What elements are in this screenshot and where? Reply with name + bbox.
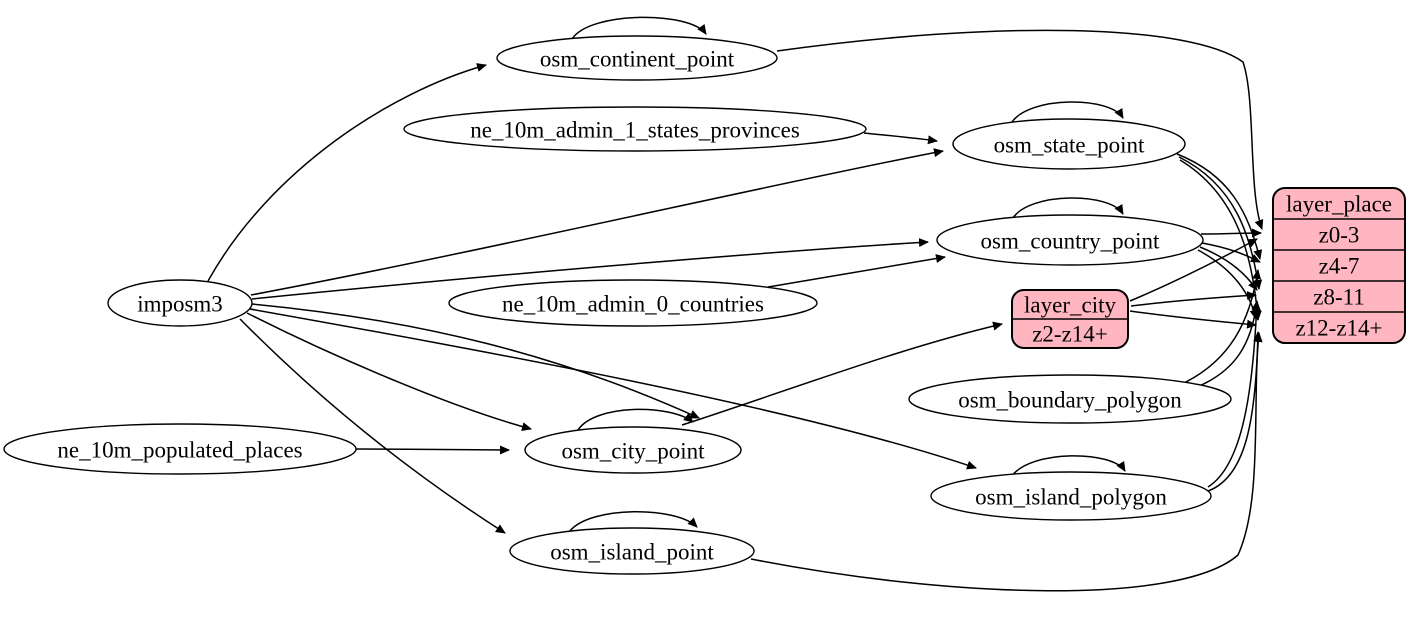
node-layer-city: layer_city z2-z14+: [1011, 289, 1129, 349]
edge-osm-country-point-to-layer-place-z0-3: [1200, 228, 1262, 238]
imposm3-ellipse: [107, 279, 253, 327]
osm-continent-point-label: osm_continent_point: [540, 47, 735, 72]
edge-imposm3-to-osm-state-point: [250, 148, 944, 296]
ne-10m-admin-1-states-provinces-label: ne_10m_admin_1_states_provinces: [470, 118, 800, 143]
edge-ne-10m-admin-0-to-osm-country-point: [767, 254, 946, 288]
node-osm-country-point: osm_country_point: [936, 214, 1204, 266]
node-ne-10m-admin-0-countries: ne_10m_admin_0_countries: [448, 279, 818, 327]
self-loop-osm-state-point: [1011, 101, 1124, 123]
osm-island-point-ellipse: [509, 527, 755, 575]
edge-osm-country-point-to-layer-place-z12-z14: [1197, 249, 1259, 320]
edge-osm-boundary-polygon-to-layer-place-z4-7: [1183, 269, 1262, 384]
node-osm-continent-point: osm_continent_point: [496, 35, 778, 81]
layer-city-title: layer_city: [1024, 293, 1116, 318]
node-osm-boundary-polygon: osm_boundary_polygon: [908, 374, 1232, 424]
self-loop-osm-island-point: [569, 510, 698, 532]
self-loop-osm-country-point: [1012, 197, 1124, 219]
edge-osm-country-point-to-layer-place-z8-11: [1199, 246, 1258, 291]
edge-osm-city-point-to-layer-place-z0-3: [1129, 238, 1258, 302]
edge-osm-boundary-polygon-to-layer-place-z8-11: [1191, 300, 1261, 390]
ne-10m-admin-0-countries-ellipse: [448, 279, 818, 327]
node-layer-place: layer_place z0-3 z4-7 z8-11 z12-z14+: [1272, 187, 1406, 344]
osm-island-point-label: osm_island_point: [550, 540, 714, 565]
edge-osm-island-point-to-layer-place-z12-z14: [750, 332, 1263, 592]
osm-country-point-label: osm_country_point: [981, 229, 1160, 254]
edge-imposm3-to-osm-island-polygon: [249, 308, 977, 470]
node-imposm3: imposm3: [107, 279, 253, 327]
layer-place-row-z0-3: z0-3: [1319, 223, 1360, 248]
edge-imposm3-to-osm-city-point-2: [251, 303, 700, 419]
osm-state-point-ellipse: [952, 118, 1186, 170]
ne-10m-populated-places-ellipse: [3, 423, 357, 475]
node-osm-state-point: osm_state_point: [952, 118, 1186, 170]
node-osm-city-point: osm_city_point: [524, 426, 742, 474]
osm-boundary-polygon-ellipse: [908, 374, 1232, 424]
osm-island-polygon-label: osm_island_polygon: [975, 485, 1167, 510]
self-loop-osm-island-polygon: [1011, 455, 1126, 477]
osm-island-polygon-ellipse: [930, 471, 1212, 521]
edge-osm-city-point-to-layer-place-z8-11: [1130, 291, 1257, 307]
edge-osm-city-point-to-layer-city: [681, 321, 1003, 426]
node-ne-10m-populated-places: ne_10m_populated_places: [3, 423, 357, 475]
self-loop-osm-continent-point: [571, 16, 707, 40]
edges: [207, 16, 1264, 592]
ne-10m-admin-1-states-provinces-ellipse: [403, 106, 867, 152]
osm-city-point-ellipse: [524, 426, 742, 474]
imposm3-label: imposm3: [137, 292, 223, 317]
osm-country-point-ellipse: [936, 214, 1204, 266]
edge-imposm3-to-osm-continent-point: [207, 63, 487, 282]
ne-10m-admin-0-countries-label: ne_10m_admin_0_countries: [502, 292, 764, 317]
layer-city-row-z2-z14: z2-z14+: [1032, 322, 1108, 347]
edge-osm-city-point-to-layer-place-z12-z14: [1129, 310, 1257, 329]
edge-osm-continent-point-to-layer-place-z0-3: [776, 29, 1264, 230]
layer-place-row-z4-7: z4-7: [1319, 254, 1360, 279]
edge-imposm3-to-osm-island-point: [239, 318, 506, 534]
ne-10m-populated-places-label: ne_10m_populated_places: [57, 438, 302, 463]
osm-city-point-label: osm_city_point: [561, 439, 705, 464]
osm-state-point-label: osm_state_point: [994, 133, 1145, 158]
edge-imposm3-to-osm-city-point: [246, 312, 532, 431]
edge-ne-10m-populated-places-to-osm-city-point: [355, 445, 510, 455]
node-osm-island-polygon: osm_island_polygon: [930, 471, 1212, 521]
node-osm-island-point: osm_island_point: [509, 527, 755, 575]
edge-imposm3-to-osm-country-point: [251, 238, 929, 300]
edge-osm-state-point-to-layer-place-z8-11: [1178, 156, 1263, 290]
layer-place-box: [1272, 187, 1406, 344]
osm-boundary-polygon-label: osm_boundary_polygon: [958, 388, 1182, 413]
edge-osm-island-polygon-to-layer-place-z12-z14: [1204, 331, 1263, 493]
layer-place-row-z8-11: z8-11: [1313, 285, 1365, 310]
layer-place-title: layer_place: [1286, 192, 1392, 217]
self-loop-osm-city-point: [577, 408, 694, 431]
edge-osm-country-point-to-layer-place-z4-7: [1201, 242, 1261, 263]
osm-continent-point-ellipse: [496, 35, 778, 81]
node-ne-10m-admin-1-states-provinces: ne_10m_admin_1_states_provinces: [403, 106, 867, 152]
layer-place-row-z12-z14: z12-z14+: [1295, 316, 1382, 341]
edge-ne-10m-admin-1-to-osm-state-point: [863, 132, 938, 145]
